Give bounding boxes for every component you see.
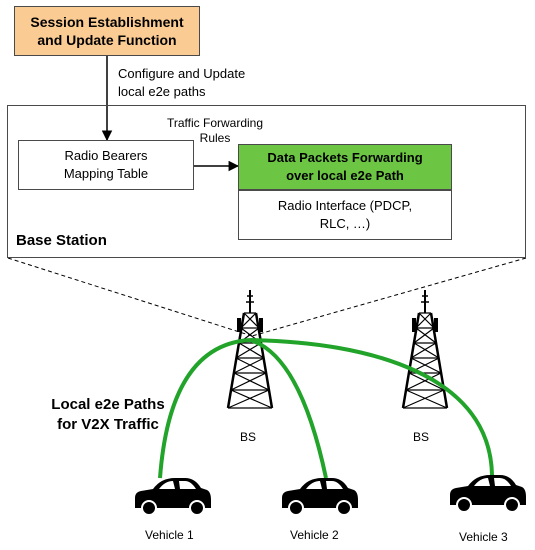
tower-2-label: BS [413,430,430,444]
tower-1-label: BS [240,430,257,444]
base-station-box [7,105,526,258]
vehicle-2-label: Vehicle 2 [290,528,339,542]
zoom-line-right [251,257,527,337]
vehicle-3-label: Vehicle 3 [459,530,508,544]
e2e-path-vehicle-3 [249,338,494,476]
e2e-path-vehicle-2 [249,338,328,479]
tower-2 [401,288,449,410]
e2e-path-vehicle-1 [158,338,251,479]
configure-label: Configure and Update local e2e paths [118,66,246,99]
local-paths-label: Local e2e Paths for V2X Traffic [51,396,165,433]
vehicle-1-car-icon [134,477,212,516]
radio-interface-box: Radio Interface (PDCP, RLC, …) [238,190,452,240]
zoom-line-left [7,257,253,337]
radio-bearers-table-box: Radio Bearers Mapping Table [18,140,194,190]
vehicle-3-car-icon [449,474,527,513]
session-establishment-box: Session Establishment and Update Functio… [14,6,200,56]
traffic-forwarding-label: Traffic Forwarding Rules [166,116,264,145]
data-packets-forwarding-box: Data Packets Forwarding over local e2e P… [238,144,452,190]
base-station-label: Base Station [16,232,107,249]
vehicle-2-car-icon [281,477,359,516]
vehicle-1-label: Vehicle 1 [145,528,194,542]
